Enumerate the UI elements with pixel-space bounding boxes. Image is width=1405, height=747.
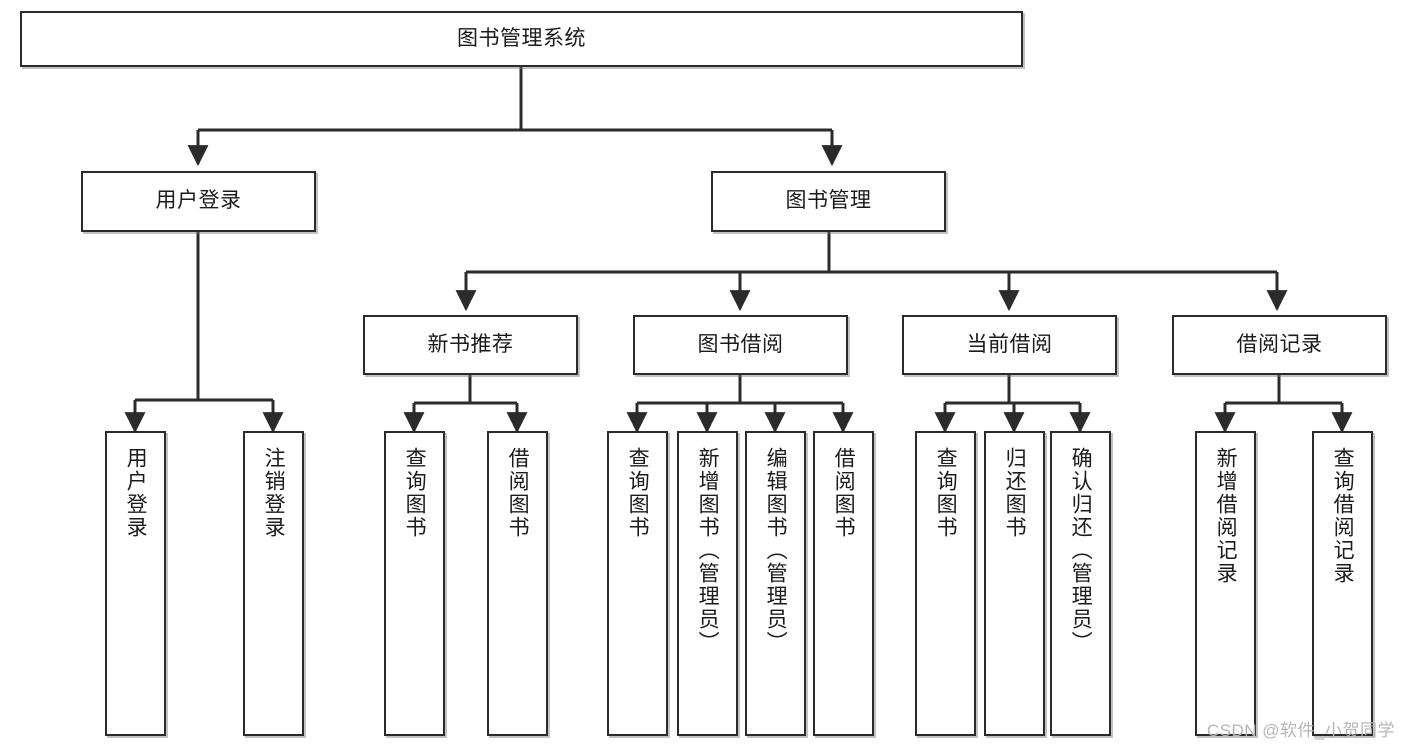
node-label: 用户登录: [155, 189, 242, 213]
node-label: 确认归还（管理员）: [1069, 447, 1093, 654]
node-root-book-management-system[interactable]: 图书管理系统: [20, 11, 1023, 67]
node-book-borrow[interactable]: 图书借阅: [633, 315, 848, 375]
node-label: 新增图书（管理员）: [696, 447, 720, 654]
node-user-login[interactable]: 用户登录: [81, 171, 316, 232]
node-label: 借阅图书: [832, 447, 856, 539]
node-label: 查询图书: [626, 447, 650, 539]
node-label: 当前借阅: [966, 332, 1053, 356]
leaf-borrow-add-book-admin[interactable]: 新增图书（管理员）: [677, 431, 738, 736]
node-label: 用户登录: [124, 447, 148, 539]
leaf-record-add-borrow-record[interactable]: 新增借阅记录: [1195, 431, 1256, 736]
leaf-borrow-borrow-book[interactable]: 借阅图书: [813, 431, 874, 736]
node-label: 借阅图书: [506, 447, 530, 539]
csdn-watermark: CSDN @软件_小贺同学: [1206, 721, 1395, 740]
node-book-management[interactable]: 图书管理: [711, 171, 946, 232]
node-label: 新书推荐: [427, 332, 514, 356]
leaf-current-query-book[interactable]: 查询图书: [915, 431, 976, 736]
leaf-borrow-query-book[interactable]: 查询图书: [607, 431, 668, 736]
node-label: 归还图书: [1003, 447, 1027, 539]
node-label: 编辑图书（管理员）: [764, 447, 788, 654]
node-label: 图书借阅: [697, 332, 784, 356]
node-label: 图书管理: [785, 189, 872, 213]
leaf-recommend-query-book[interactable]: 查询图书: [384, 431, 445, 736]
node-label: 新增借阅记录: [1214, 447, 1238, 585]
node-new-book-recommend[interactable]: 新书推荐: [363, 315, 578, 375]
node-label: 注销登录: [262, 447, 286, 539]
node-label: 查询图书: [934, 447, 958, 539]
leaf-record-query-borrow-record[interactable]: 查询借阅记录: [1312, 431, 1373, 736]
node-current-borrow[interactable]: 当前借阅: [902, 315, 1117, 375]
node-label: 查询借阅记录: [1331, 447, 1355, 585]
node-label: 借阅记录: [1236, 332, 1323, 356]
node-label: 查询图书: [403, 447, 427, 539]
leaf-user-login-logout[interactable]: 注销登录: [243, 431, 304, 736]
node-label: 图书管理系统: [457, 26, 586, 50]
leaf-recommend-borrow-book[interactable]: 借阅图书: [487, 431, 548, 736]
node-borrow-record[interactable]: 借阅记录: [1172, 315, 1387, 375]
leaf-user-login-login[interactable]: 用户登录: [105, 431, 166, 736]
leaf-borrow-edit-book-admin[interactable]: 编辑图书（管理员）: [745, 431, 806, 736]
leaf-current-return-book[interactable]: 归还图书: [984, 431, 1045, 736]
leaf-current-confirm-return-admin[interactable]: 确认归还（管理员）: [1050, 431, 1111, 736]
